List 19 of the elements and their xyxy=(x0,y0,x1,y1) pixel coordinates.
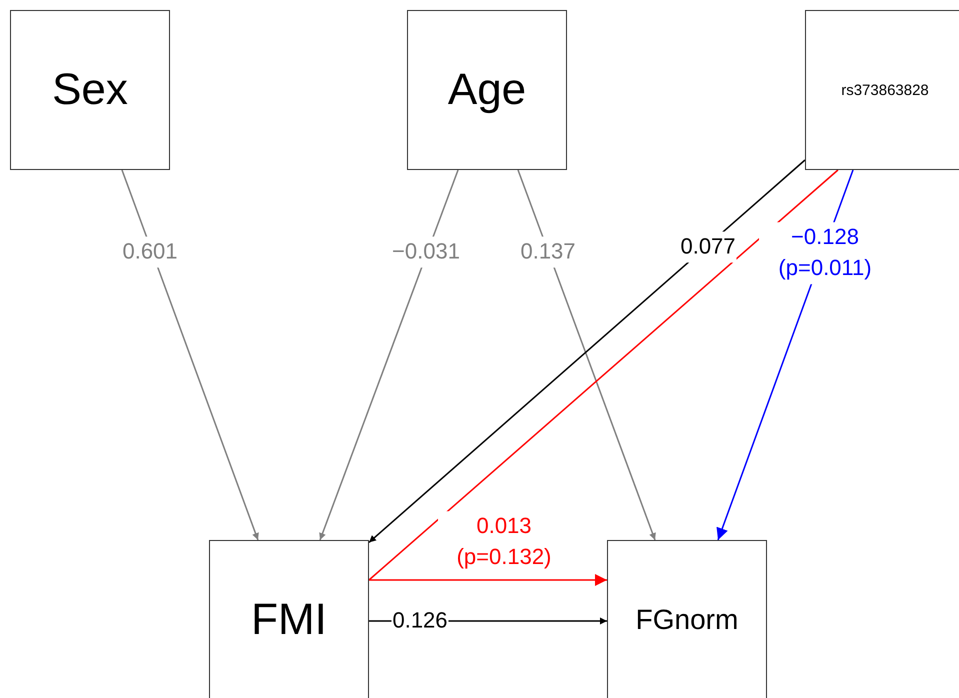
arrow xyxy=(369,574,607,586)
variable-name: Sex xyxy=(52,65,128,115)
variable-box xyxy=(805,10,959,170)
variable-name: FMI xyxy=(251,595,327,645)
arrow xyxy=(517,170,656,540)
variable-box xyxy=(407,10,567,170)
variable-name: Age xyxy=(448,65,526,115)
edge-label: 0.077 xyxy=(679,232,737,262)
edge-label: 0.601 xyxy=(121,236,179,268)
arrow xyxy=(319,170,459,540)
variable-box xyxy=(209,540,369,698)
edge-label: 0.137 xyxy=(519,236,577,268)
variable-name: rs373863828 xyxy=(841,82,929,98)
arrow xyxy=(121,170,259,540)
arrow xyxy=(368,159,806,543)
variable-name: FGnorm xyxy=(636,604,738,636)
variable-box xyxy=(607,540,767,698)
edge-label: −0.031 xyxy=(391,236,461,268)
variable-box xyxy=(10,10,170,170)
